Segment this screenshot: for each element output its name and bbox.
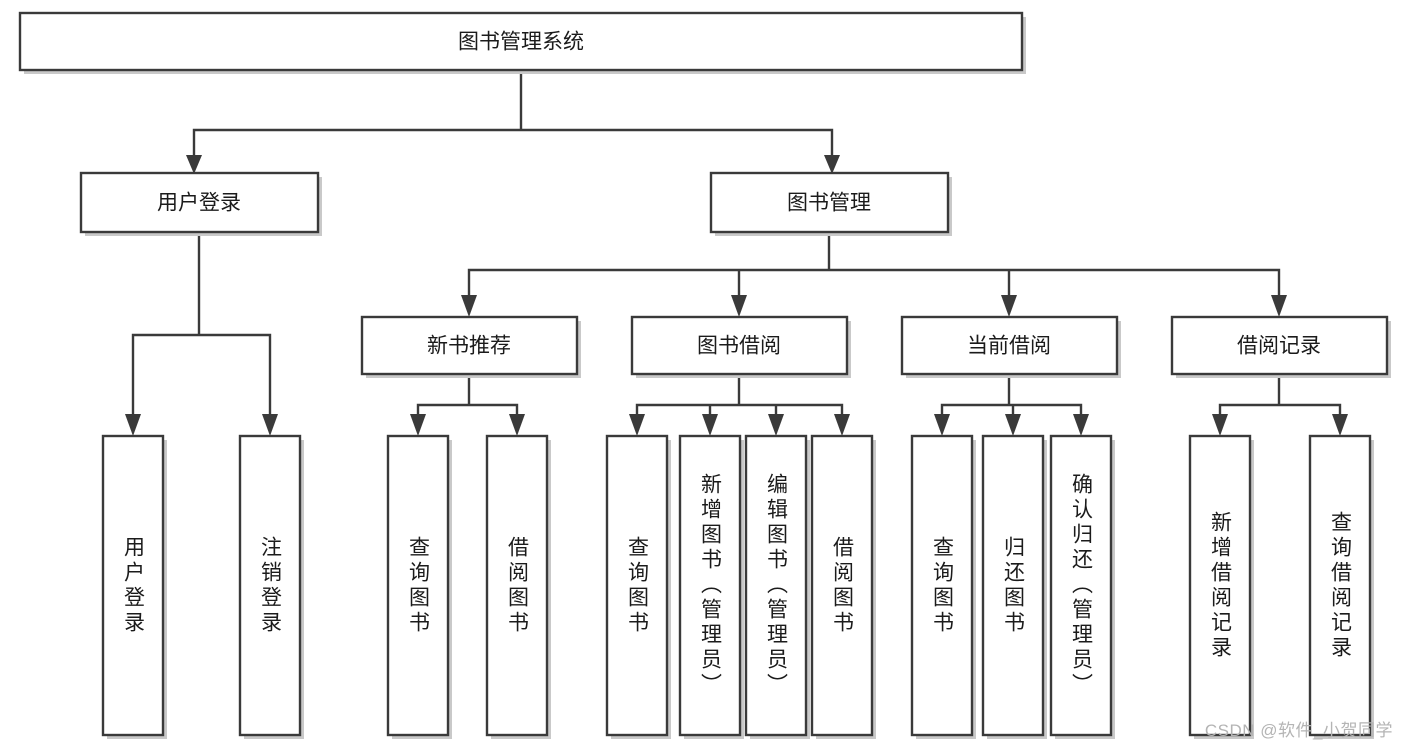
arrow-head-icon (768, 414, 784, 436)
node-borrow-record[interactable]: 借阅记录 (1170, 315, 1391, 378)
arrow-head-icon (834, 414, 850, 436)
connector-book-borrow-to-leaves (629, 372, 850, 436)
connector-current-borrow-to-leaves (934, 372, 1089, 436)
connector-root-to-level1 (186, 68, 840, 174)
leaf-node-query-book-borrow[interactable] (605, 434, 671, 739)
node-new-book-recommend[interactable]: 新书推荐 (360, 315, 581, 378)
leaf-node-borrow-book-rec[interactable] (485, 434, 551, 739)
arrow-head-icon (731, 295, 747, 317)
arrow-head-icon (824, 155, 840, 174)
leaf-node-boxes (101, 434, 1374, 739)
arrow-head-icon (1271, 295, 1287, 317)
arrow-head-icon (186, 155, 202, 174)
node-user-login[interactable]: 用户登录 (79, 171, 322, 236)
arrow-head-icon (1332, 414, 1348, 436)
node-borrow-record-label: 借阅记录 (1237, 335, 1321, 358)
leaf-node-add-borrow-record[interactable] (1188, 434, 1254, 739)
node-current-borrow[interactable]: 当前借阅 (900, 315, 1121, 378)
arrow-head-icon (262, 414, 278, 436)
arrow-head-icon (1001, 295, 1017, 317)
connector-book-mgmt-to-level2 (461, 230, 1287, 317)
node-book-management-label: 图书管理 (787, 192, 871, 215)
watermark-text: CSDN @软件_小贺同学 (1204, 721, 1393, 740)
node-root[interactable]: 图书管理系统 (18, 11, 1026, 74)
arrow-head-icon (702, 414, 718, 436)
node-book-borrow[interactable]: 图书借阅 (630, 315, 851, 378)
arrow-head-icon (125, 414, 141, 436)
leaf-node-borrow-book[interactable] (810, 434, 876, 739)
leaf-node-edit-book-admin[interactable] (744, 434, 810, 739)
leaf-node-query-borrow-record[interactable] (1308, 434, 1374, 739)
arrow-head-icon (461, 295, 477, 317)
leaf-node-return-book[interactable] (981, 434, 1047, 739)
arrow-head-icon (934, 414, 950, 436)
leaf-node-query-book-rec[interactable] (386, 434, 452, 739)
arrow-head-icon (410, 414, 426, 436)
arrow-head-icon (629, 414, 645, 436)
connector-user-login-to-leaves (125, 230, 278, 436)
leaf-node-user-login[interactable] (101, 434, 167, 739)
arrow-head-icon (509, 414, 525, 436)
arrow-head-icon (1005, 414, 1021, 436)
leaf-node-logout-login[interactable] (238, 434, 304, 739)
arrow-head-icon (1212, 414, 1228, 436)
node-book-management[interactable]: 图书管理 (709, 171, 952, 236)
node-user-login-label: 用户登录 (157, 192, 241, 215)
node-root-label: 图书管理系统 (458, 31, 584, 54)
connector-new-book-rec-to-leaves (410, 372, 525, 436)
arrow-head-icon (1073, 414, 1089, 436)
leaf-node-query-book-current[interactable] (910, 434, 976, 739)
node-book-borrow-label: 图书借阅 (697, 335, 781, 358)
leaf-node-add-book-admin[interactable] (678, 434, 744, 739)
connector-borrow-record-to-leaves (1212, 372, 1348, 436)
leaf-node-confirm-return-admin[interactable] (1049, 434, 1115, 739)
node-current-borrow-label: 当前借阅 (967, 335, 1051, 358)
node-new-book-recommend-label: 新书推荐 (427, 335, 511, 358)
